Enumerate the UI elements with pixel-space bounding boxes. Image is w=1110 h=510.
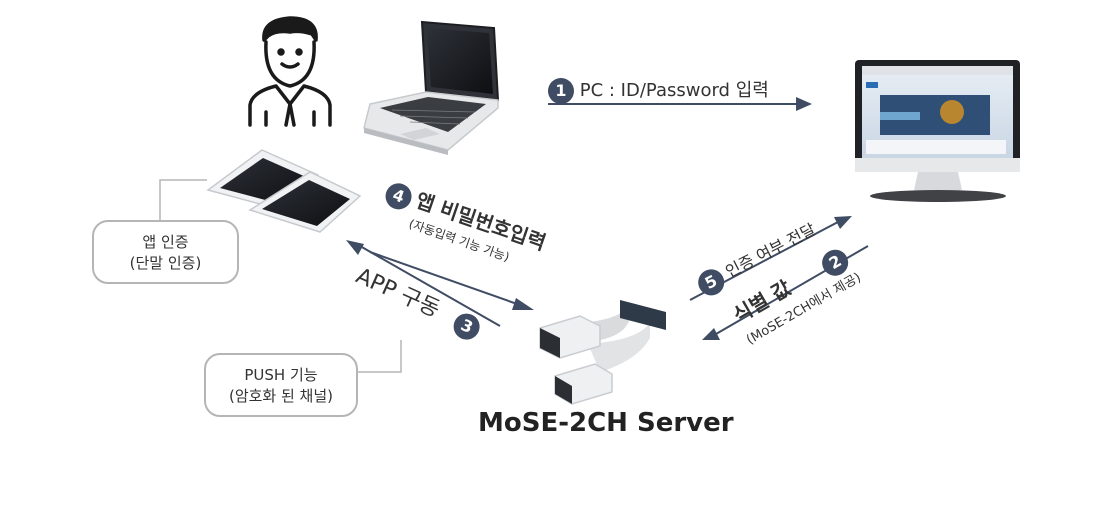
server-label: MoSE-2CH Server	[478, 408, 734, 438]
callout-lines	[159, 179, 402, 373]
push-box: PUSH 기능 (암호화 된 채널)	[204, 353, 358, 417]
app-auth-box: 앱 인증 (단말 인증)	[92, 220, 239, 284]
usb-token-icon	[539, 300, 666, 405]
smartphone-icon	[206, 149, 362, 233]
app-auth-line1: 앱 인증	[142, 233, 189, 251]
push-line2: (암호화 된 채널)	[228, 387, 334, 405]
push-line1: PUSH 기능	[244, 366, 318, 384]
laptop-icon	[363, 20, 500, 155]
step-1-label: 1 PC : ID/Password 입력	[548, 76, 769, 104]
app-auth-line2: (단말 인증)	[129, 254, 202, 272]
user-icon	[248, 16, 332, 127]
step-1-badge: 1	[548, 78, 574, 104]
step-1-text: PC : ID/Password 입력	[579, 80, 769, 101]
monitor-icon	[855, 60, 1020, 202]
